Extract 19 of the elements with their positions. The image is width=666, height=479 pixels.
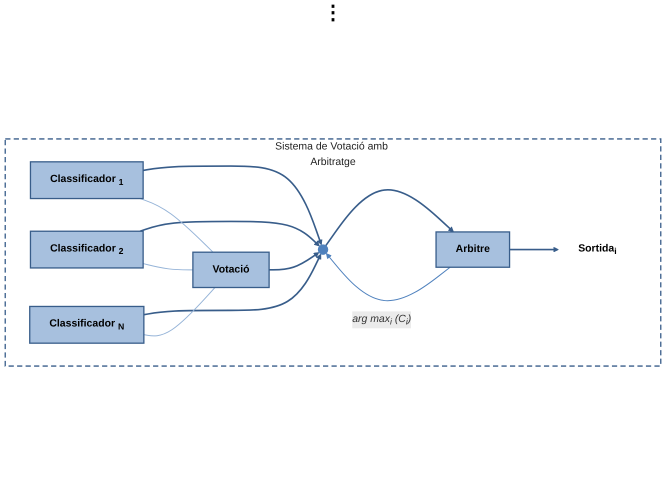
node-box: Classificador $_{N}$ xyxy=(29,306,145,344)
node-box: Classificador $_{2}$ xyxy=(30,230,144,269)
node-box: Classificador $_{1}$ xyxy=(30,161,144,200)
ellipsis-mark: ⋮ xyxy=(323,2,343,24)
arrow xyxy=(143,165,322,246)
arrow xyxy=(269,252,320,271)
edge-label: arg max$_{i}$ (C$_{i}$) xyxy=(352,313,412,326)
arrow xyxy=(510,246,559,252)
arrow xyxy=(140,220,320,246)
node-circle xyxy=(318,244,328,255)
node-box: Votació xyxy=(192,252,270,288)
arrow xyxy=(144,254,322,316)
connector xyxy=(142,263,194,270)
arrow xyxy=(325,189,454,246)
arrow xyxy=(326,253,451,302)
connector xyxy=(139,198,214,253)
node-text: Sortida$_{i}$ xyxy=(578,242,617,256)
node-box: Arbitre xyxy=(435,231,510,268)
connector xyxy=(143,287,216,336)
